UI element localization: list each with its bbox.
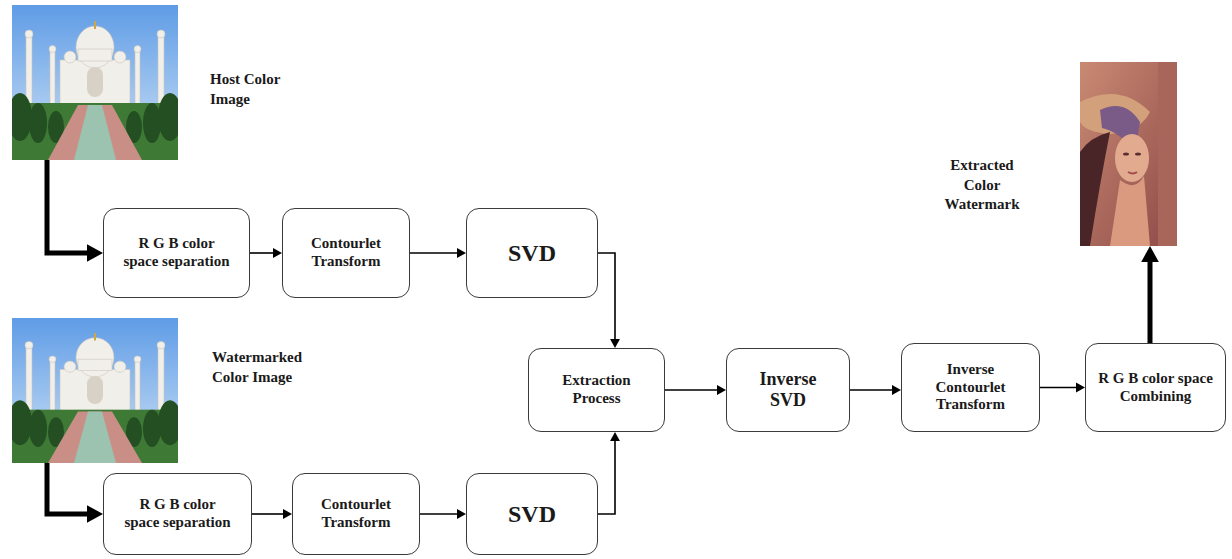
arrowhead <box>273 248 282 258</box>
connector-line <box>665 389 718 391</box>
flow-arrow <box>420 509 466 519</box>
image-caption: Host Color Image <box>210 70 305 109</box>
connector-line <box>598 253 615 340</box>
connector-line <box>420 513 458 515</box>
flow-arrow <box>598 432 620 514</box>
connector-line <box>598 440 615 514</box>
taj-mahal-photo <box>12 5 178 160</box>
host-image: Host Color Image <box>12 5 178 160</box>
arrowhead <box>283 509 292 519</box>
arrowhead <box>87 244 103 262</box>
box-label: Extraction Process <box>540 372 653 407</box>
arrowhead <box>457 248 466 258</box>
thick-arrow <box>1141 246 1159 343</box>
process-box: R G B color space separation <box>103 208 250 298</box>
flow-arrow <box>598 253 620 348</box>
box-label: R G B color space separation <box>124 496 231 531</box>
connector-line <box>1148 261 1153 343</box>
flow-arrow <box>665 385 726 395</box>
flow-arrow <box>410 248 466 258</box>
process-box: SVD <box>466 473 598 555</box>
arrowhead <box>610 432 620 441</box>
connector-line <box>1040 387 1077 389</box>
process-box: Contourlet Transform <box>292 473 420 555</box>
arrowhead <box>457 509 466 519</box>
arrowhead <box>892 385 901 395</box>
extracted-watermark-image: Extracted Color Watermark <box>1080 62 1177 246</box>
flow-arrow <box>850 385 901 395</box>
box-label: SVD <box>508 500 556 528</box>
arrowhead <box>87 505 103 523</box>
flow-arrow <box>250 248 282 258</box>
box-label: R G B color space separation <box>123 235 230 270</box>
connector-line <box>250 252 274 254</box>
process-box: R G B color space separation <box>103 473 252 555</box>
process-box: Inverse SVD <box>726 348 850 432</box>
arrowhead <box>1076 383 1085 393</box>
arrowhead <box>717 385 726 395</box>
watermarked-image: Watermarked Color Image <box>12 318 178 463</box>
process-box: Extraction Process <box>528 348 665 432</box>
box-label: R G B color space Combining <box>1098 370 1213 405</box>
connector-line <box>410 252 458 254</box>
box-label: Contourlet Transform <box>304 496 408 531</box>
process-box: R G B color space Combining <box>1085 343 1226 432</box>
arrowhead <box>1141 246 1159 262</box>
image-caption: Watermarked Color Image <box>212 348 330 387</box>
process-box: Contourlet Transform <box>282 208 410 298</box>
arrowhead <box>610 339 620 348</box>
flow-arrow <box>252 509 292 519</box>
portrait-photo <box>1080 62 1177 246</box>
image-caption: Extracted Color Watermark <box>932 156 1032 215</box>
taj-mahal-photo <box>12 318 178 463</box>
connector-line <box>252 513 284 515</box>
box-label: SVD <box>508 239 556 267</box>
box-label: Inverse SVD <box>740 369 836 411</box>
process-box: Inverse Contourlet Transform <box>901 343 1040 432</box>
connector-line <box>850 389 893 391</box>
box-label: Inverse Contourlet Transform <box>913 361 1028 414</box>
connector-line <box>47 463 88 514</box>
connector-line <box>47 160 88 253</box>
thick-arrow <box>47 160 103 262</box>
flow-arrow <box>1040 383 1085 393</box>
box-label: Contourlet Transform <box>294 235 398 270</box>
process-box: SVD <box>466 208 598 298</box>
thick-arrow <box>47 463 103 523</box>
